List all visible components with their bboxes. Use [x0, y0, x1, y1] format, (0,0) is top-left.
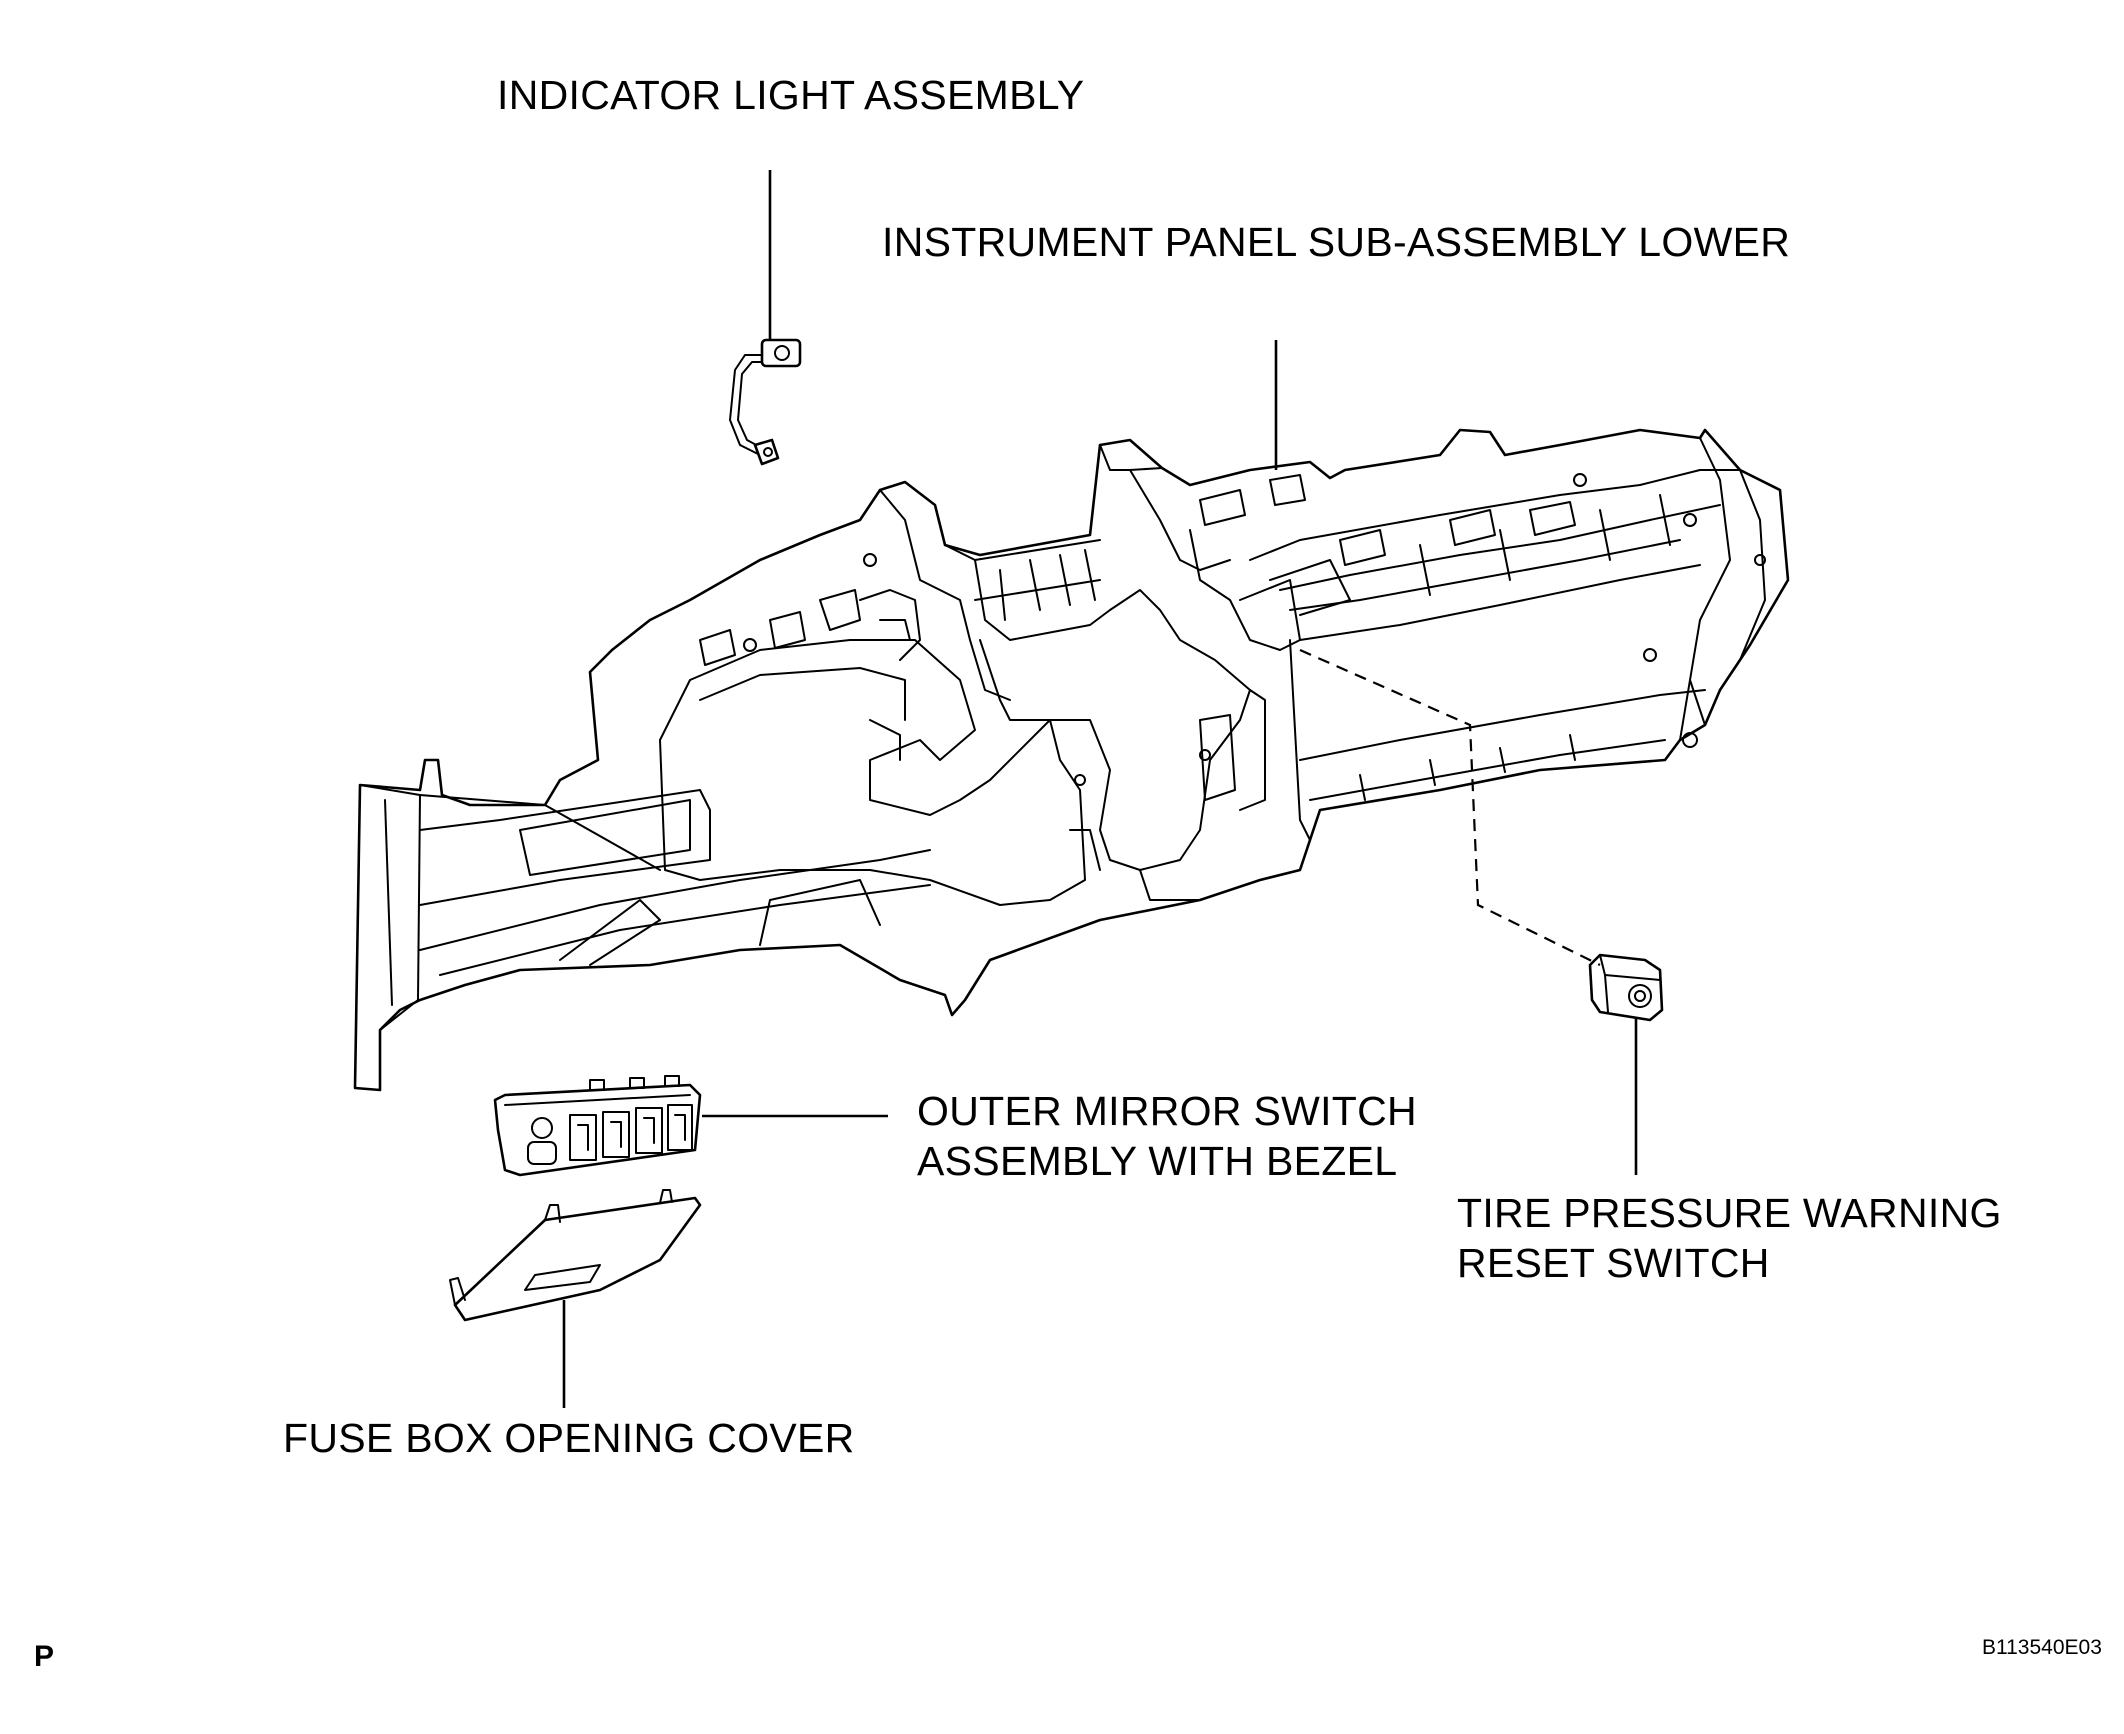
instrument-panel-frame: [353, 428, 1790, 1092]
tire-pressure-label-line2: RESET SWITCH: [1457, 1240, 1770, 1286]
corner-letter: P: [34, 1640, 55, 1673]
tire-pressure-switch-part: [1588, 953, 1664, 1022]
instrument-panel-label: INSTRUMENT PANEL SUB-ASSEMBLY LOWER: [882, 219, 1791, 265]
indicator-light-part: [729, 338, 802, 466]
figure-code: B113540E03: [1982, 1636, 2102, 1659]
indicator-light-label: INDICATOR LIGHT ASSEMBLY: [497, 72, 1085, 118]
fuse-box-cover-part: [449, 1189, 702, 1322]
tire-pressure-label: TIRE PRESSURE WARNING RESET SWITCH: [1457, 1188, 2002, 1288]
outer-mirror-label-line1: OUTER MIRROR SWITCH: [917, 1088, 1417, 1134]
fuse-box-label: FUSE BOX OPENING COVER: [283, 1415, 855, 1461]
outer-mirror-label-line2: ASSEMBLY WITH BEZEL: [917, 1138, 1398, 1184]
outer-mirror-label: OUTER MIRROR SWITCH ASSEMBLY WITH BEZEL: [917, 1086, 1417, 1186]
tire-pressure-label-line1: TIRE PRESSURE WARNING: [1457, 1190, 2002, 1236]
outer-mirror-switch-part: [493, 1075, 702, 1177]
